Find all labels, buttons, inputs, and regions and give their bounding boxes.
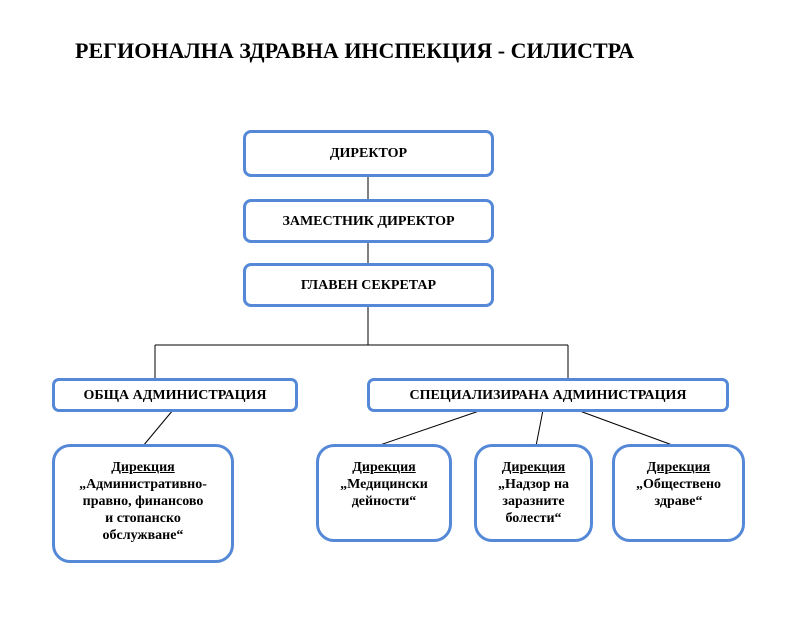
directorate-line: „Надзор на bbox=[497, 477, 570, 492]
node-director: ДИРЕКТОР bbox=[243, 130, 494, 177]
directorate-heading: Дирекция bbox=[646, 460, 711, 475]
directorate-admin-legal-finance: Дирекция „Административно- правно, финан… bbox=[52, 444, 234, 563]
page-title: РЕГИОНАЛНА ЗДРАВНА ИНСПЕКЦИЯ - СИЛИСТРА bbox=[75, 38, 635, 63]
node-label: ДИРЕКТОР bbox=[329, 146, 408, 161]
node-label: ОБЩА АДМИНИСТРАЦИЯ bbox=[83, 387, 267, 403]
node-label: ЗАМЕСТНИК ДИРЕКТОР bbox=[282, 213, 455, 229]
directorate-medical-activities: Дирекция „Медицински дейности“ bbox=[316, 444, 452, 542]
node-general-admin: ОБЩА АДМИНИСТРАЦИЯ bbox=[52, 378, 298, 412]
directorate-heading: Дирекция bbox=[111, 460, 175, 475]
directorate-line: дейности“ bbox=[351, 494, 417, 509]
directorate-line: здраве“ bbox=[654, 494, 703, 509]
node-specialized-admin: СПЕЦИАЛИЗИРАНА АДМИНИСТРАЦИЯ bbox=[367, 378, 729, 412]
directorate-line: „Обществено bbox=[635, 477, 722, 492]
directorate-line: правно, финансово bbox=[82, 494, 204, 509]
node-label: СПЕЦИАЛИЗИРАНА АДМИНИСТРАЦИЯ bbox=[409, 387, 687, 403]
connector-spec-dir4 bbox=[576, 409, 676, 447]
directorate-public-health: Дирекция „Обществено здраве“ bbox=[612, 444, 745, 542]
node-chief-secretary: ГЛАВЕН СЕКРЕТАР bbox=[243, 263, 494, 307]
directorate-line: болести“ bbox=[505, 511, 562, 526]
directorate-line: обслужване“ bbox=[102, 528, 184, 543]
directorate-line: „Административно- bbox=[79, 477, 207, 492]
connector-spec-dir3 bbox=[535, 409, 544, 447]
directorate-line: заразните bbox=[502, 494, 565, 509]
directorate-line: и стопанско bbox=[105, 511, 181, 526]
connector-spec-dir2 bbox=[376, 409, 483, 447]
directorate-infectious-diseases: Дирекция „Надзор на заразните болести“ bbox=[474, 444, 593, 542]
node-label: ГЛАВЕН СЕКРЕТАР bbox=[300, 277, 437, 293]
connector-general-dir1 bbox=[142, 409, 174, 447]
directorate-line: „Медицински bbox=[340, 477, 428, 492]
node-deputy-director: ЗАМЕСТНИК ДИРЕКТОР bbox=[243, 199, 494, 243]
directorate-heading: Дирекция bbox=[352, 460, 416, 475]
directorate-heading: Дирекция bbox=[501, 460, 566, 475]
